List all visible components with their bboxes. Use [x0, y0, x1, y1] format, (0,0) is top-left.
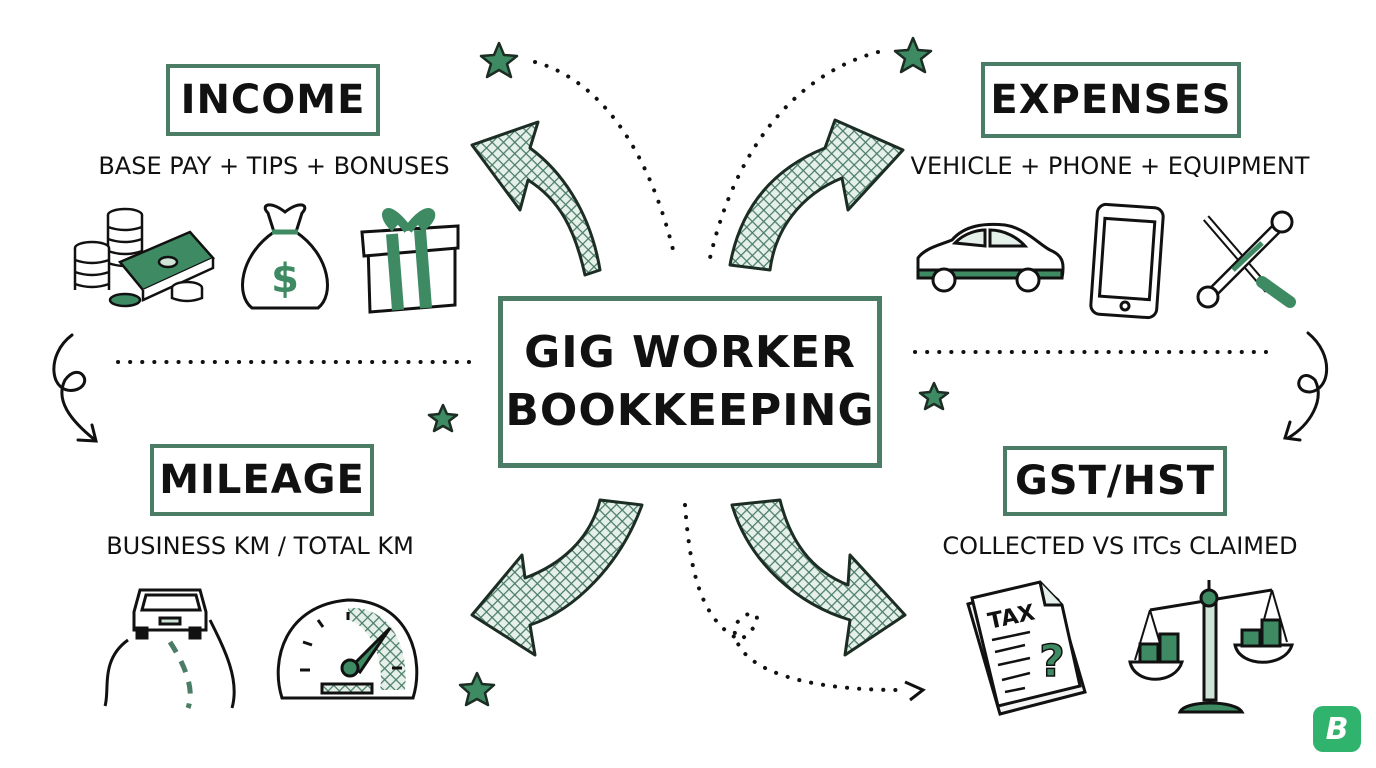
- arrow-to-mileage: [470, 498, 644, 657]
- star-icon: [918, 381, 950, 411]
- title-line-2: BOOKKEEPING: [505, 385, 875, 436]
- gst-heading: GST/HST: [1003, 446, 1227, 516]
- expenses-subtitle: VEHICLE + PHONE + EQUIPMENT: [910, 152, 1310, 180]
- wrench-screwdriver-icon: [1196, 210, 1296, 309]
- income-heading: INCOME: [166, 64, 380, 136]
- income-subtitle: BASE PAY + TIPS + BONUSES: [98, 152, 450, 180]
- smartphone-icon: [1089, 202, 1165, 320]
- money-bag-icon: [241, 203, 329, 310]
- speedometer-icon: [276, 598, 419, 700]
- balance-scale-icon: [1128, 580, 1295, 714]
- star-icon: [427, 403, 459, 433]
- car-on-road-icon: [103, 588, 236, 709]
- cash-and-coins-icon: [73, 207, 216, 308]
- gst-subtitle: COLLECTED VS ITCs CLAIMED: [942, 532, 1298, 560]
- gift-box-icon: [360, 208, 460, 314]
- mileage-heading: MILEAGE: [150, 444, 374, 516]
- star-icon: [893, 36, 933, 74]
- dotted-arrowhead: [904, 680, 926, 702]
- star-icon: [479, 41, 519, 79]
- arrow-to-expenses: [728, 118, 905, 272]
- car-icon: [916, 222, 1065, 293]
- dollar-sign: $: [271, 256, 299, 302]
- arrow-to-income: [470, 120, 602, 277]
- logo-letter: B: [1325, 711, 1349, 747]
- question-mark: ?: [1039, 636, 1065, 687]
- brand-logo: B: [1313, 706, 1361, 752]
- tax-document-icon: [966, 580, 1087, 716]
- mileage-heading-text: MILEAGE: [159, 457, 365, 503]
- central-title-box: GIG WORKER BOOKKEEPING: [498, 296, 882, 468]
- expenses-heading-text: EXPENSES: [990, 77, 1232, 123]
- mileage-subtitle: BUSINESS KM / TOTAL KM: [106, 532, 414, 560]
- title-line-1: GIG WORKER: [524, 327, 856, 378]
- gst-heading-text: GST/HST: [1014, 458, 1216, 504]
- arrow-to-gst: [730, 498, 907, 657]
- income-heading-text: INCOME: [180, 77, 366, 123]
- star-icon: [458, 671, 496, 707]
- expenses-heading: EXPENSES: [981, 62, 1241, 138]
